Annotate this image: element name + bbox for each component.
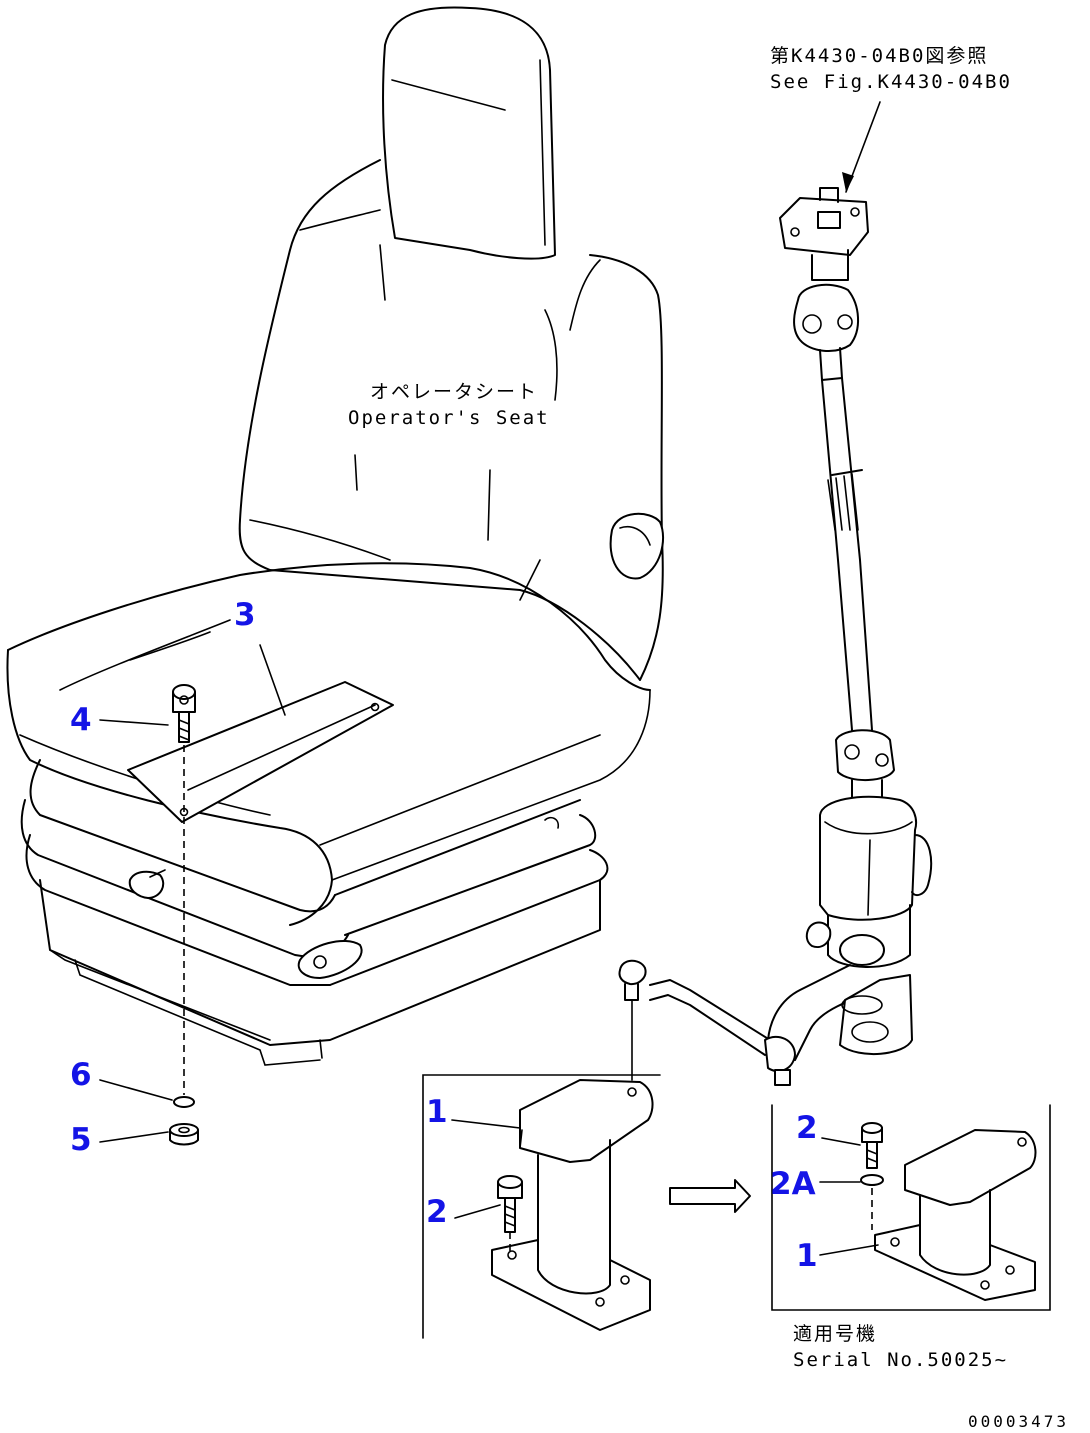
inset-frame-left bbox=[422, 1074, 661, 1339]
inset-frame-right bbox=[771, 1104, 1051, 1311]
washer-part-2a bbox=[860, 1174, 884, 1186]
bolt-part-2-before bbox=[497, 1175, 523, 1233]
callout-1-left: 1 bbox=[426, 1094, 448, 1130]
callout-2-left: 2 bbox=[426, 1194, 448, 1230]
nut-part-5 bbox=[169, 1123, 199, 1146]
label-serial-jp: 適用号機 bbox=[793, 1323, 877, 1345]
drawing-number: 00003473 bbox=[968, 1412, 1069, 1431]
callout-leaders bbox=[99, 644, 879, 1256]
callout-3: 3 bbox=[234, 597, 256, 633]
callout-5: 5 bbox=[70, 1122, 92, 1158]
label-seat-en: Operator's Seat bbox=[348, 407, 550, 429]
callout-4: 4 bbox=[70, 702, 92, 738]
label-ref-en: See Fig.K4430-04B0 bbox=[770, 71, 1012, 93]
bolt-part-4 bbox=[172, 684, 196, 743]
bolt-part-2-after bbox=[861, 1122, 883, 1169]
label-seat-jp: オペレータシート bbox=[370, 381, 538, 403]
operator-seat bbox=[6, 6, 665, 1066]
stand-part-1-after bbox=[874, 1129, 1037, 1301]
reference-arrowhead bbox=[842, 172, 854, 192]
label-serial-en: Serial No.50025~ bbox=[793, 1349, 1008, 1371]
label-ref-jp: 第K4430-04B0図参照 bbox=[770, 45, 988, 67]
stand-part-1-before bbox=[491, 1079, 654, 1331]
callout-6: 6 bbox=[70, 1057, 92, 1093]
change-arrow bbox=[669, 1179, 751, 1213]
callout-2a-right: 2A bbox=[770, 1166, 816, 1202]
washer-part-6 bbox=[173, 1096, 195, 1108]
steering-column bbox=[618, 187, 933, 1086]
callout-1-right: 1 bbox=[796, 1238, 818, 1274]
callout-2-right: 2 bbox=[796, 1110, 818, 1146]
